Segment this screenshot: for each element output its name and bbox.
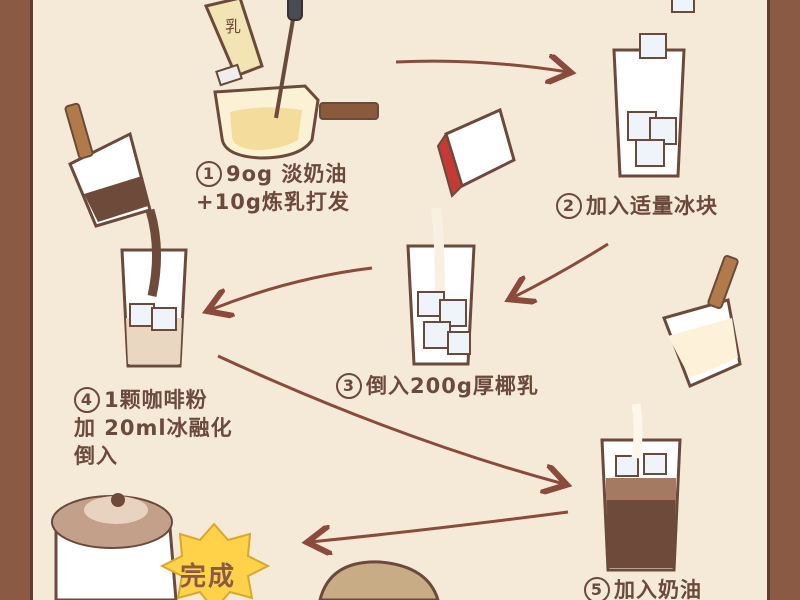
step3-glass-coconut-milk — [406, 107, 516, 366]
right-frame-edge — [767, 0, 770, 600]
completion-badge-text: 完成 — [180, 562, 237, 592]
step5-number: 5 — [584, 577, 610, 600]
step1-number: 1 — [196, 161, 222, 187]
milk-tube-label: 乳 — [225, 17, 241, 36]
cookie — [318, 560, 440, 600]
completion-badge-shape — [159, 522, 271, 600]
step3-line1: 倒入200g厚椰乳 — [366, 374, 539, 398]
finished-drink — [51, 493, 178, 600]
step4-number: 4 — [74, 387, 100, 413]
step1-line2: +10g炼乳打发 — [196, 190, 350, 214]
step4-line2: 加 20ml冰融化 — [74, 416, 233, 440]
step4-line1: 1颗咖啡粉 — [104, 388, 208, 412]
left-frame-border — [0, 0, 30, 600]
step1-whisk — [274, 0, 303, 119]
arrow-step5-to-finish — [310, 510, 569, 542]
step2-number: 2 — [556, 193, 582, 219]
step1-measuring-cup — [213, 84, 379, 160]
step4-line3: 倒入 — [74, 444, 118, 468]
step5-glass-cream — [600, 255, 742, 572]
step1-condensed-milk-tube: 乳 — [203, 0, 264, 87]
arrow-step4-to-step5 — [217, 354, 564, 484]
right-frame-border — [770, 0, 800, 600]
arrow-step3-to-step4 — [210, 266, 373, 310]
step3-number: 3 — [336, 373, 362, 399]
step5-line1: 加入奶油 — [614, 578, 702, 600]
arrow-step2-to-step3 — [512, 242, 609, 298]
arrow-step1-to-step2 — [395, 61, 568, 72]
step2-line1: 加入适量冰块 — [586, 194, 718, 218]
step2-glass-with-ice — [612, 0, 695, 178]
step1-line1: 9og 淡奶油 — [226, 162, 348, 186]
step4-glass-coffee — [64, 102, 188, 368]
left-frame-edge — [30, 0, 33, 600]
